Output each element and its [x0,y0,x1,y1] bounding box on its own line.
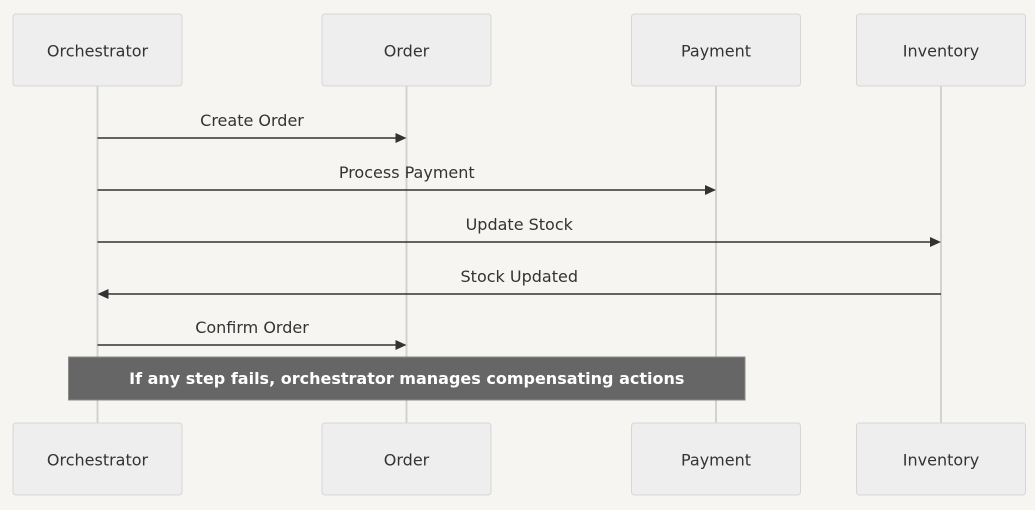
participant-label: Payment [681,451,751,470]
arrowhead-icon [705,185,716,195]
message-stock-updated: Stock Updated [97,267,941,299]
message-label: Stock Updated [461,267,578,286]
participant-label: Orchestrator [47,451,149,470]
message-label: Process Payment [339,163,475,182]
participant-label: Payment [681,42,751,61]
participant-payment-top: Payment [631,13,801,87]
note: If any step fails, orchestrator manages … [68,356,746,401]
participant-order-bottom: Order [321,422,492,496]
arrowhead-icon [930,237,941,247]
participant-label: Order [384,451,430,470]
message-label: Create Order [200,111,304,130]
participant-orchestrator-bottom: Orchestrator [12,422,183,496]
participant-payment-bottom: Payment [631,422,801,496]
participant-box [321,13,492,87]
participant-box [12,422,183,496]
participant-order-top: Order [321,13,492,87]
message-confirm-order: Confirm Order [97,318,407,350]
participant-label: Orchestrator [47,42,149,61]
participant-label: Inventory [903,42,979,61]
participant-box [12,13,183,87]
arrowhead-icon [395,340,407,350]
message-update-stock: Update Stock [97,215,941,247]
message-process-payment: Process Payment [97,163,716,195]
message-label: Update Stock [466,215,574,234]
participant-inventory-top: Inventory [856,13,1026,87]
participant-box [631,422,801,496]
participant-box [856,422,1026,496]
participant-box [631,13,801,87]
participant-box [856,13,1026,87]
arrowhead-icon [395,133,407,143]
participant-orchestrator-top: Orchestrator [12,13,183,87]
note-box [68,356,746,401]
message-create-order: Create Order [97,111,407,143]
message-label: Confirm Order [195,318,309,337]
participant-label: Order [384,42,430,61]
participant-label: Inventory [903,451,979,470]
participant-inventory-bottom: Inventory [856,422,1026,496]
arrowhead-icon [97,289,109,299]
participant-box [321,422,492,496]
note-text: If any step fails, orchestrator manages … [129,369,684,388]
